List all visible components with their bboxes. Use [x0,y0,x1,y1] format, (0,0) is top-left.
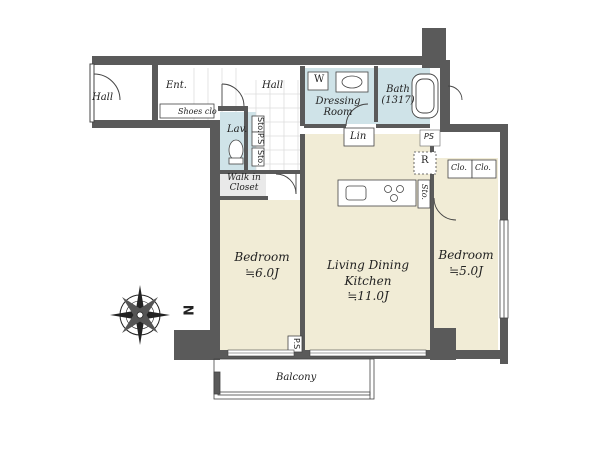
bath-label: Bath (1317) [381,84,415,106]
bedroom2-closets [447,159,497,179]
entrance-label: Ent. [166,80,187,91]
linen-closet [343,127,375,147]
wall-bedroom-top [218,196,268,200]
bedroom2-door[interactable] [433,197,457,221]
wall-lav-top [218,106,248,111]
kitchen-counter [337,179,417,207]
living-floor [304,134,432,352]
north-label: N [179,304,195,316]
hall-door[interactable] [275,173,297,195]
washer-label: W [314,74,325,85]
bedroom2-window [499,219,509,319]
bedroom-right-floor [432,158,498,352]
storage-1-label: Sto. [255,117,265,133]
wall-right-step [440,124,508,132]
entrance-door[interactable] [89,63,121,123]
washer-icon [307,71,329,91]
storage-2-label: Sto. [255,150,265,166]
wall-hall-dressing [300,66,305,126]
bedroom-2-label: Bedroom ≒5.0J [438,248,494,278]
lav-storage-2 [251,147,265,167]
closet-2-label: Clo. [475,163,491,172]
closet-1-label: Clo. [451,163,467,172]
refrigerator-icon [413,151,437,175]
wall-lav-hall [244,106,248,172]
hall-outer-label: Hall [92,92,114,103]
ps-1-label: P.S [255,133,265,145]
balcony-windows [227,349,427,357]
toilet-icon [228,139,244,161]
bathtub-icon [411,73,439,119]
wall-left-outer [210,120,220,360]
pipe-shaft-3 [287,335,303,353]
shoes-closet [159,103,215,119]
bath-door[interactable] [447,85,463,101]
stove-icon [384,185,392,193]
shoes-closet-label: Shoes clo [178,107,217,116]
wall-walkin-top [218,170,304,174]
wall-left-corner [174,330,220,360]
ps-2-label: PS [424,132,434,141]
wall-dressing-right [374,66,378,122]
wall-right-upper [440,60,450,130]
pipe-shaft-2 [419,129,441,147]
hall-inner-label: Hall [262,80,284,91]
balcony-label: Balcony [276,372,317,383]
lav-door[interactable] [221,83,245,107]
dressing-room-label: Dressing Room [315,96,361,118]
ps-3-label: P.S [291,338,301,350]
bedroom-left-floor [220,200,304,352]
linen-label: Lin [350,131,367,142]
kitchen-storage-label: Sto. [419,184,429,200]
wall-bath-bottom [376,124,430,128]
lavatory-label: Lav. [227,124,248,135]
dressing-door[interactable] [345,103,369,127]
lavatory-fixtures [228,115,265,167]
wall-top [92,56,432,65]
walk-in-closet-label: Walk in Closet [227,173,261,193]
compass-rose-icon [110,285,170,345]
wall-corridor-bottom [92,120,212,128]
lav-ps [251,131,265,147]
wall-entry-inner [152,64,158,120]
kitchen-storage [417,179,431,209]
sink-icon [345,185,367,201]
balcony-area [213,358,375,400]
dressing-fixtures [307,71,369,93]
wall-living-bedroom2 [430,130,434,330]
wall-dressing-bottom [304,124,346,128]
bedroom-1-label: Bedroom ≒6.0J [234,250,290,280]
wall-bedroom-living [300,134,305,352]
living-dining-kitchen-label: Living Dining Kitchen ≒11.0J [326,258,410,304]
walk-in-floor [220,172,266,198]
refrigerator-label: R [421,155,429,166]
wall-bottom-right-block [430,328,456,360]
